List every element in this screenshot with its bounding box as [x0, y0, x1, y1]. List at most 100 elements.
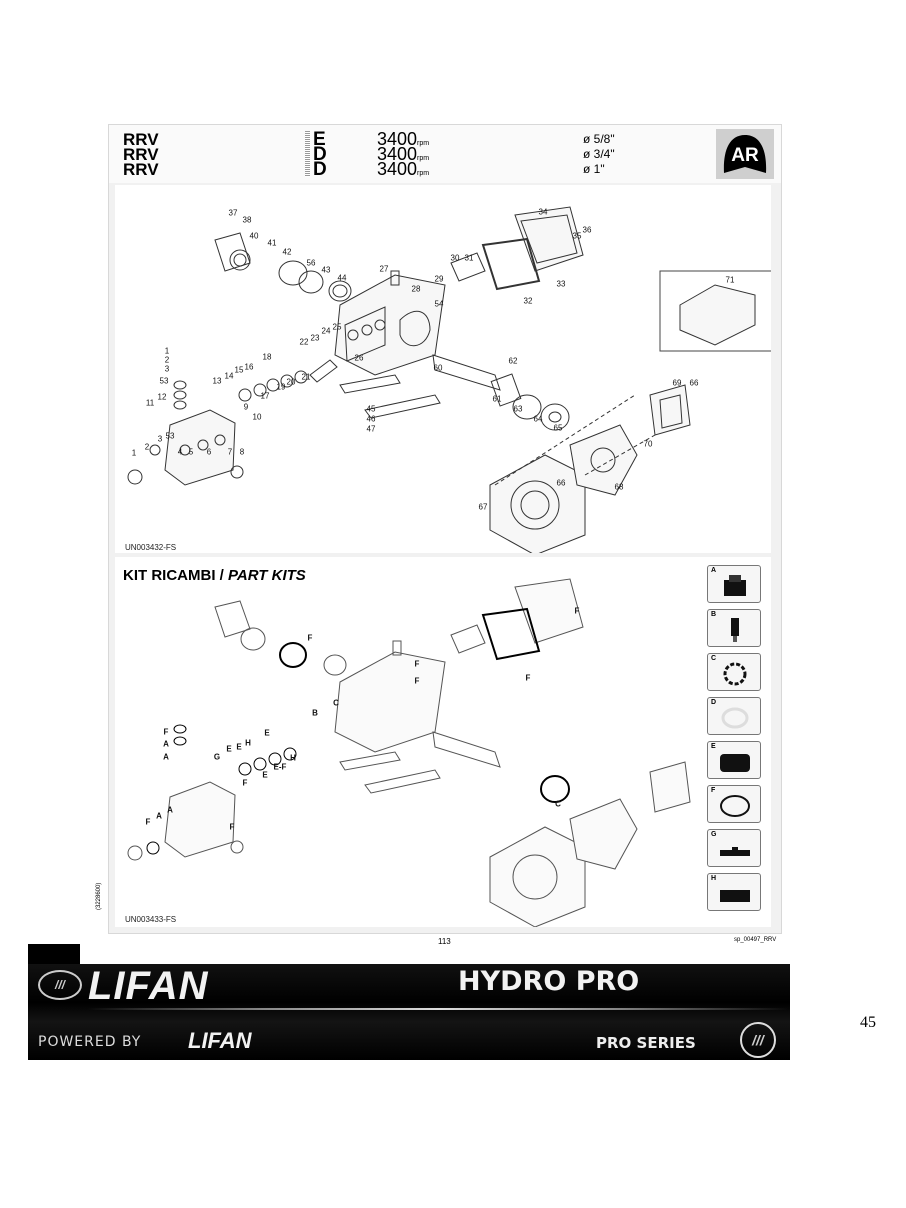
callout-label: B [312, 708, 318, 718]
callout-label: 31 [464, 253, 474, 263]
callout-label: 63 [513, 404, 523, 414]
callout-label: 38 [242, 215, 252, 225]
callout-label: 15 [234, 365, 244, 375]
kit-letter: G [711, 831, 717, 838]
series-name: PRO SERIES [596, 1034, 696, 1052]
kit-d-box: D [707, 697, 761, 735]
kit-letter: C [711, 655, 717, 662]
kit-letter: B [711, 611, 717, 618]
callout-label: 43 [321, 265, 331, 275]
diameter: ø 1" [583, 162, 605, 176]
diameter: ø 5/8" [583, 132, 615, 146]
swoosh-decoration [88, 1008, 788, 1010]
callout-label: 10 [252, 412, 262, 422]
callout-label: 32 [523, 296, 533, 306]
callout-label: F [242, 778, 248, 788]
kit-h-box: H [707, 873, 761, 911]
kit-letter: H [711, 875, 717, 882]
callout-label: 25 [332, 322, 342, 332]
callout-label: C [333, 698, 339, 708]
rpm: 3400rpm [377, 129, 430, 152]
callout-label: E [264, 728, 270, 738]
o-ring-icon [720, 795, 750, 817]
pump-kit-diagram [127, 578, 691, 927]
callout-label: 45 [366, 404, 376, 414]
vertical-version-text [305, 131, 310, 177]
diameter: ø 3/4" [583, 147, 615, 161]
seal-set-icon [720, 890, 750, 902]
callout-label: F [145, 817, 151, 827]
kit-letter: F [711, 787, 716, 794]
callout-label: 7 [227, 447, 233, 457]
callout-label: 65 [553, 423, 563, 433]
callout-label: 69 [672, 378, 682, 388]
powered-brand: LIFAN [188, 1028, 252, 1053]
callout-label: 14 [224, 371, 234, 381]
callout-label: 42 [282, 247, 292, 257]
callout-label: 56 [306, 258, 316, 268]
rpm-value: 3400 [377, 159, 418, 179]
callout-label: F [574, 606, 580, 616]
rpm-value: 3400 [377, 129, 418, 149]
valve-kit-icon [724, 575, 746, 596]
powered-by: POWERED BY [38, 1034, 142, 1050]
kit-letter: A [711, 567, 717, 574]
lifan-logo-icon: /// [38, 970, 82, 1000]
svg-text:AR: AR [731, 145, 759, 166]
gasket-icon [720, 847, 750, 856]
kit-g-box: G [707, 829, 761, 867]
callout-label: 9 [243, 402, 249, 412]
callout-label: C [555, 799, 561, 809]
part-kits-title: KIT RICAMBI / PART KITS [123, 567, 306, 584]
title-english: PART KITS [228, 567, 306, 584]
callout-label: 28 [411, 284, 421, 294]
callout-label: 21 [301, 372, 311, 382]
callout-label: 68 [614, 482, 624, 492]
callout-label: 29 [434, 274, 444, 284]
callout-label: 2 [144, 442, 150, 452]
banner-tab [28, 944, 80, 966]
callout-label: 64 [533, 414, 543, 424]
callout-label: 70 [643, 439, 653, 449]
callout-label: A [156, 811, 162, 821]
callout-label: 5 [188, 447, 194, 457]
callout-label: E [262, 770, 268, 780]
callout-label: 53 [165, 431, 175, 441]
lifan-hydro-pro-banner: /// LIFAN HYDRO PRO POWERED BY LIFAN PRO… [28, 964, 790, 1060]
callout-label: 54 [434, 299, 444, 309]
callout-label: 23 [310, 333, 320, 343]
callout-label: 34 [538, 207, 548, 217]
seal-ring-icon [721, 707, 749, 729]
model-name: RRV [123, 160, 159, 179]
callout-label: 27 [379, 264, 389, 274]
manual-page-number: 45 [860, 1014, 876, 1031]
callout-label: 26 [354, 353, 364, 363]
callout-label: G [213, 752, 221, 762]
version: D [313, 159, 327, 180]
kit-letter: D [711, 699, 717, 706]
callout-label: E [226, 744, 232, 754]
callout-label: 47 [366, 424, 376, 434]
catalog-page-number: 113 [438, 937, 451, 946]
callout-label: F [525, 673, 531, 683]
kit-f-box: F [707, 785, 761, 823]
rpm-unit: rpm [417, 140, 430, 147]
callout-label: 67 [478, 502, 488, 512]
callout-label: 35 [572, 231, 582, 241]
callout-label: 37 [228, 208, 238, 218]
version: D [313, 144, 327, 165]
kit-letter: E [711, 743, 716, 750]
callout-label: 16 [244, 362, 254, 372]
callout-label: F [163, 727, 169, 737]
kit-a-box: A [707, 565, 761, 603]
version: E [313, 129, 326, 150]
callout-label: 53 [159, 376, 169, 386]
callout-label: 1 [164, 346, 170, 356]
kit-b-box: B [707, 609, 761, 647]
rpm: 3400rpm [377, 159, 429, 182]
callout-label: H [245, 738, 251, 748]
callout-label: 60 [433, 363, 443, 373]
callout-label: 17 [260, 391, 270, 401]
callout-label: 66 [556, 478, 566, 488]
